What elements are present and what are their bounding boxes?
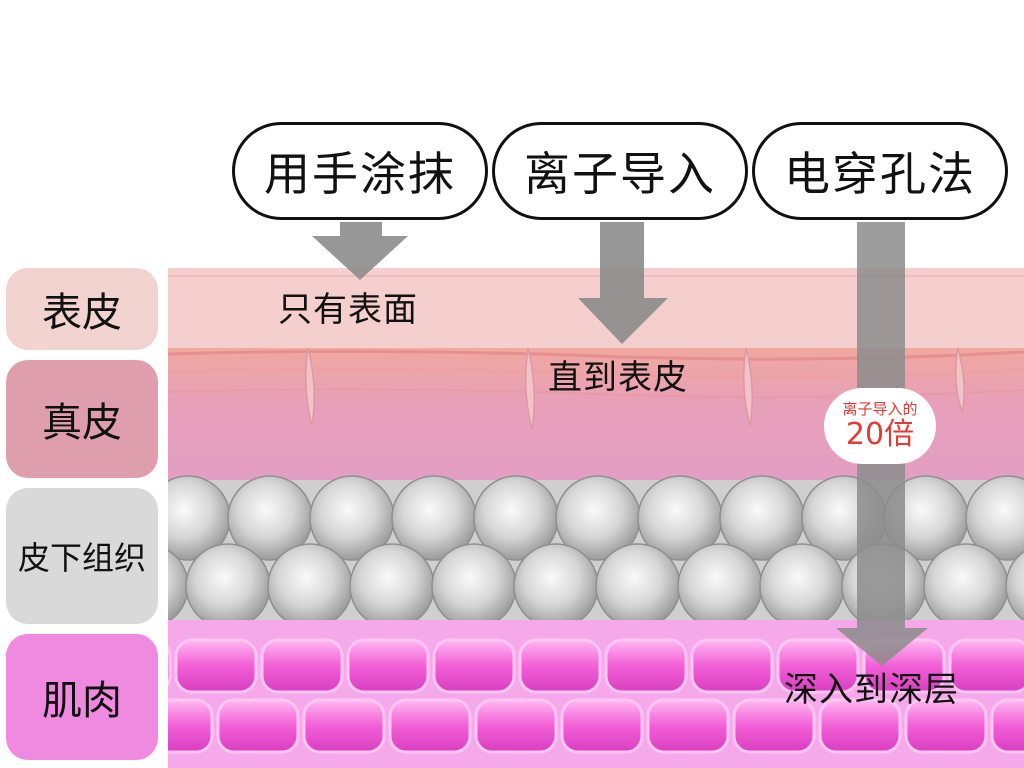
layer-label-epidermis: 表皮 <box>42 290 122 336</box>
multiplier-badge: 离子导入的 20倍 <box>824 388 936 464</box>
muscle-cell <box>990 698 1024 754</box>
muscle-cell <box>216 698 300 754</box>
muscle-cell <box>474 698 558 754</box>
method-ion-label: 离子导入 <box>524 147 716 201</box>
muscle-cell <box>346 638 430 694</box>
layer-label-dermis: 真皮 <box>42 400 122 446</box>
fat-cell <box>965 475 1024 561</box>
method-hand-label: 用手涂抹 <box>264 147 456 201</box>
layer-label-muscle: 肌肉 <box>42 678 122 724</box>
result-hand: 只有表面 <box>278 290 418 330</box>
result-electro: 深入到深层 <box>784 670 959 710</box>
muscle-cell <box>302 698 386 754</box>
layer-tab-subcutaneous: 皮下组织 <box>6 488 158 624</box>
result-ion: 直到表皮 <box>548 358 688 398</box>
badge-value: 20倍 <box>845 416 915 452</box>
layer-tab-dermis: 真皮 <box>6 360 158 478</box>
muscle-cell <box>732 698 816 754</box>
muscle-cell <box>168 645 172 687</box>
muscle-cell <box>388 698 472 754</box>
muscle-cell <box>904 698 988 754</box>
method-electro-label: 电穿孔法 <box>784 147 976 201</box>
layer-tab-epidermis: 表皮 <box>6 268 158 350</box>
muscle-cell <box>646 698 730 754</box>
muscle-cell <box>174 638 258 694</box>
muscle-cell <box>432 638 516 694</box>
muscle-cell <box>260 638 344 694</box>
ion-arrow <box>578 222 668 344</box>
layer-label-subcutaneous: 皮下组织 <box>17 539 146 577</box>
method-electro-pill: 电穿孔法 <box>752 122 1008 220</box>
skin-illustration <box>168 268 1024 768</box>
muscle-cell <box>518 638 602 694</box>
muscle-cell <box>948 638 1024 694</box>
fat-cells <box>168 475 1024 629</box>
muscle-cell <box>690 638 774 694</box>
muscle-cell <box>604 638 688 694</box>
skin-cross-section <box>168 268 1024 768</box>
badge-caption: 离子导入的 <box>842 400 918 419</box>
layer-tab-muscle: 肌肉 <box>6 634 158 760</box>
muscle-cell <box>818 698 902 754</box>
method-ion-pill: 离子导入 <box>492 122 748 220</box>
muscle-cell <box>168 698 214 754</box>
muscle-cell <box>560 698 644 754</box>
muscle-cell <box>776 638 860 694</box>
fat-cell <box>1005 550 1024 622</box>
method-hand-pill: 用手涂抹 <box>232 122 488 220</box>
hand-arrow <box>312 222 408 280</box>
